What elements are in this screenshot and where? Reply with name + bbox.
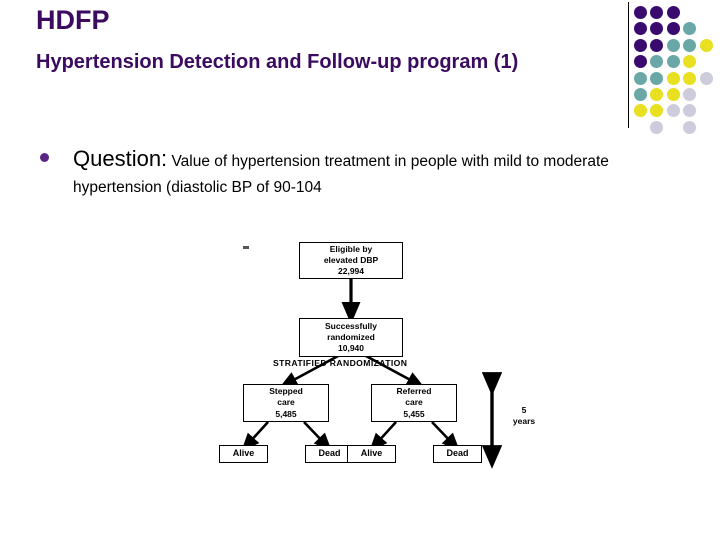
decoration-dot — [683, 88, 697, 101]
decoration-dot — [683, 38, 697, 52]
duration-label: 5 years — [506, 405, 542, 428]
page-title: HDFP — [36, 5, 110, 35]
node-referred-alive-label: Alive — [360, 448, 383, 459]
node-referred-care: Referred care 5,455 — [371, 384, 457, 422]
node-eligible-value: 22,994 — [338, 266, 364, 277]
decoration-dot — [634, 71, 647, 85]
node-referred-dead: Dead — [433, 445, 482, 463]
decoration-dot — [683, 120, 697, 134]
node-stepped-value: 5,485 — [275, 408, 297, 419]
node-randomized-line2: randomized — [327, 331, 375, 342]
node-stepped-line1: Stepped — [269, 386, 303, 397]
duration-value: 5 — [521, 405, 527, 415]
dot-grid-decoration — [634, 6, 716, 134]
node-eligible: Eligible by elevated DBP 22,994 — [299, 242, 403, 279]
node-referred-line2: care — [405, 397, 423, 408]
decoration-dot — [666, 88, 680, 101]
decoration-dot — [666, 71, 680, 85]
page-subtitle: Hypertension Detection and Follow-up pro… — [36, 51, 519, 73]
node-referred-line1: Referred — [396, 386, 432, 397]
decoration-dot — [666, 104, 680, 118]
flowchart-connectors — [241, 278, 503, 469]
decoration-dot — [699, 38, 713, 52]
decoration-dot — [666, 55, 680, 69]
header-divider — [628, 2, 629, 128]
question-body-text: Value of hypertension treatment in peopl… — [73, 153, 609, 197]
node-stepped-alive: Alive — [219, 445, 268, 463]
decoration-dot — [666, 6, 680, 19]
decoration-dot — [634, 55, 647, 69]
decoration-dot — [650, 71, 664, 85]
node-stepped-care: Stepped care 5,485 — [243, 384, 329, 422]
node-stepped-alive-label: Alive — [232, 448, 255, 459]
decoration-dot — [650, 88, 664, 101]
decoration-dot — [683, 22, 697, 36]
decoration-dot — [650, 55, 664, 69]
node-randomized: Successfully randomized 10,940 — [299, 318, 403, 357]
node-referred-alive: Alive — [347, 445, 396, 463]
decoration-dot — [650, 104, 664, 118]
node-stepped-line2: care — [277, 397, 295, 408]
node-eligible-line1: Eligible by — [329, 243, 373, 254]
decoration-dot — [634, 38, 647, 52]
question-label: Question: — [73, 146, 168, 171]
decoration-dot — [650, 38, 664, 52]
node-randomized-line1: Successfully — [325, 320, 377, 331]
study-flowchart: Eligible by elevated DBP 22,994 Successf… — [200, 228, 550, 483]
question-bullet-block: Question: Value of hypertension treatmen… — [40, 142, 680, 200]
node-eligible-line2: elevated DBP — [323, 254, 379, 265]
question-paragraph: Question: Value of hypertension treatmen… — [73, 142, 680, 200]
stratified-randomization-label: STRATIFIED RANDOMIZATION — [273, 358, 408, 368]
node-referred-value: 5,455 — [403, 408, 425, 419]
node-referred-dead-label: Dead — [446, 448, 469, 459]
decoration-dot — [650, 120, 664, 134]
bullet-point-icon — [40, 153, 49, 162]
node-stepped-dead-label: Dead — [318, 448, 341, 459]
decoration-dot — [634, 22, 647, 36]
decoration-dot — [650, 6, 664, 19]
decoration-dot — [666, 38, 680, 52]
node-randomized-value: 10,940 — [338, 343, 364, 354]
decoration-dot — [634, 104, 647, 118]
scan-artifact-mark — [243, 246, 249, 249]
decoration-dot — [683, 55, 697, 69]
decoration-dot — [699, 71, 713, 85]
decoration-dot — [683, 104, 697, 118]
decoration-dot — [683, 71, 697, 85]
decoration-dot — [666, 22, 680, 36]
decoration-dot — [634, 88, 647, 101]
duration-unit: years — [512, 416, 536, 427]
decoration-dot — [650, 22, 664, 36]
decoration-dot — [634, 6, 647, 19]
